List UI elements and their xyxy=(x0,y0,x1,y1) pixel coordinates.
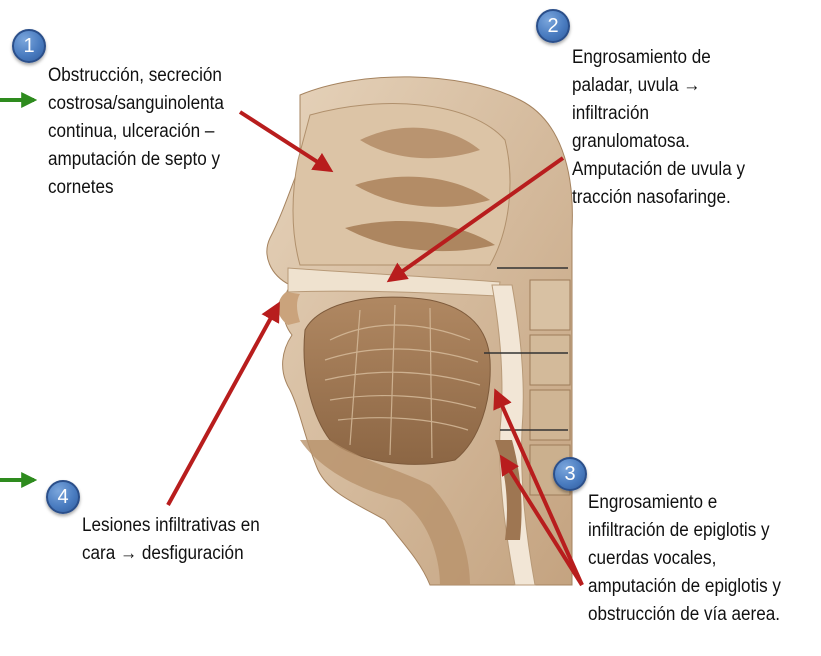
annotation-1-line: amputación de septo y xyxy=(48,146,224,174)
annotation-2-text: Engrosamiento de paladar, uvula → infilt… xyxy=(572,44,745,212)
badge-4: 4 xyxy=(46,480,80,514)
annotation-2-line: tracción nasofaringe. xyxy=(572,184,745,212)
annotation-3-line: Engrosamiento e xyxy=(588,489,781,517)
annotation-3-line: infiltración de epiglotis y xyxy=(588,517,781,545)
annotation-3-line: cuerdas vocales, xyxy=(588,545,781,573)
badge-2: 2 xyxy=(536,9,570,43)
annotation-2-line: Engrosamiento de xyxy=(572,44,745,72)
anatomy-illustration xyxy=(267,77,572,585)
upper-lip xyxy=(278,292,300,325)
annotation-4-line: Lesiones infiltrativas en xyxy=(82,512,260,540)
annotation-1-line: continua, ulceración – xyxy=(48,118,224,146)
annotation-2-line: infiltración xyxy=(572,100,745,128)
annotation-3-line: amputación de epiglotis y xyxy=(588,573,781,601)
annotation-2-line: granulomatosa. xyxy=(572,128,745,156)
annotation-2-line: paladar, uvula → xyxy=(572,72,745,100)
arrow-4 xyxy=(168,305,278,505)
annotation-1-line: cornetes xyxy=(48,174,224,202)
annotation-1-line: Obstrucción, secreción xyxy=(48,62,224,90)
annotation-1-text: Obstrucción, secreción costrosa/sanguino… xyxy=(48,62,224,202)
annotation-1-line: costrosa/sanguinolenta xyxy=(48,90,224,118)
badge-1: 1 xyxy=(12,29,46,63)
annotation-4-line: cara → desfiguración xyxy=(82,540,260,568)
annotation-3-line: obstrucción de vía aerea. xyxy=(588,601,781,629)
annotation-3-text: Engrosamiento e infiltración de epigloti… xyxy=(588,489,781,629)
annotation-2-line: Amputación de uvula y xyxy=(572,156,745,184)
green-arrows xyxy=(0,100,34,480)
annotation-4-text: Lesiones infiltrativas en cara → desfigu… xyxy=(82,512,260,568)
badge-3: 3 xyxy=(553,457,587,491)
